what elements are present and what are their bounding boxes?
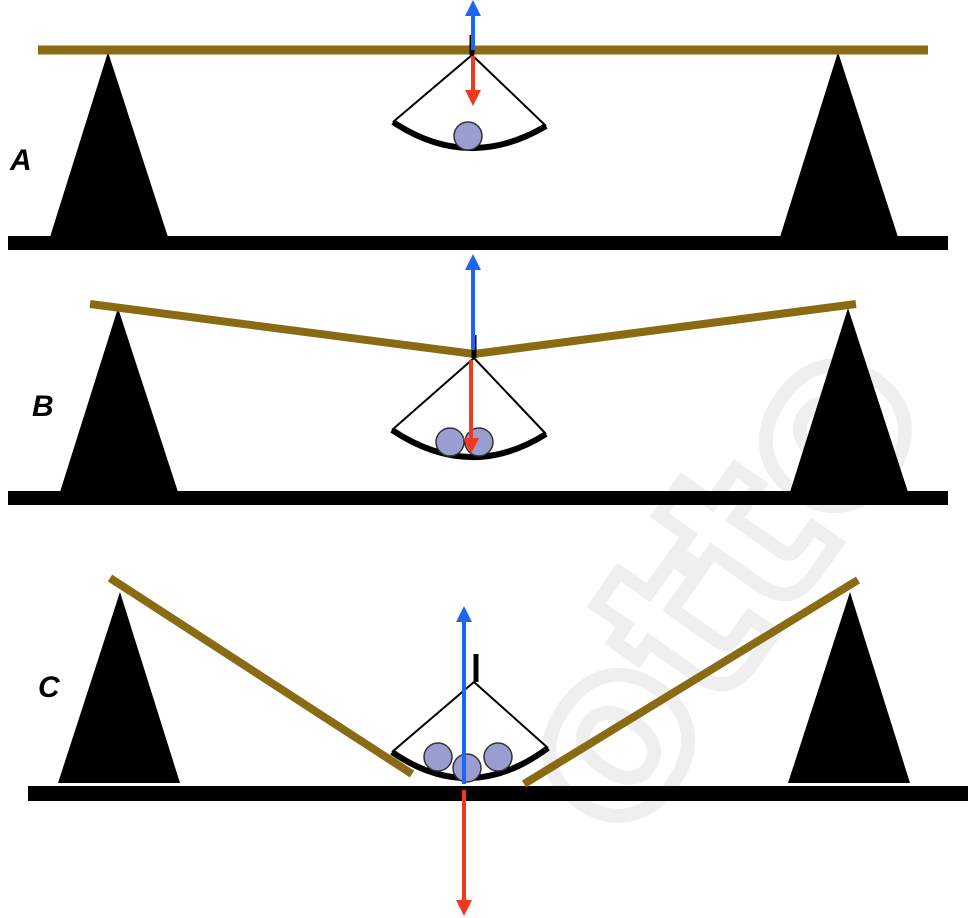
weight-ball — [423, 742, 453, 772]
panel-a: A — [8, 0, 948, 250]
panel-label-c: C — [38, 671, 61, 704]
rope-c-left — [107, 574, 415, 778]
panel-c: C — [28, 574, 968, 916]
weight-ball — [452, 753, 482, 783]
support-left-b — [60, 308, 178, 492]
support-right-c — [788, 592, 910, 783]
support-right-b — [790, 308, 908, 492]
panel-label-a: A — [9, 144, 32, 177]
ground-a — [8, 236, 948, 250]
ground-c — [28, 786, 968, 801]
weight-ball — [483, 742, 513, 772]
panel-b: B — [8, 254, 948, 505]
panel-label-b: B — [32, 390, 54, 423]
weight-ball — [453, 121, 483, 151]
rope-c-right — [521, 576, 861, 788]
support-left-c — [58, 592, 180, 783]
support-right-a — [780, 52, 898, 237]
weight-ball — [435, 427, 465, 457]
support-left-a — [50, 52, 168, 237]
ground-b — [8, 491, 948, 505]
